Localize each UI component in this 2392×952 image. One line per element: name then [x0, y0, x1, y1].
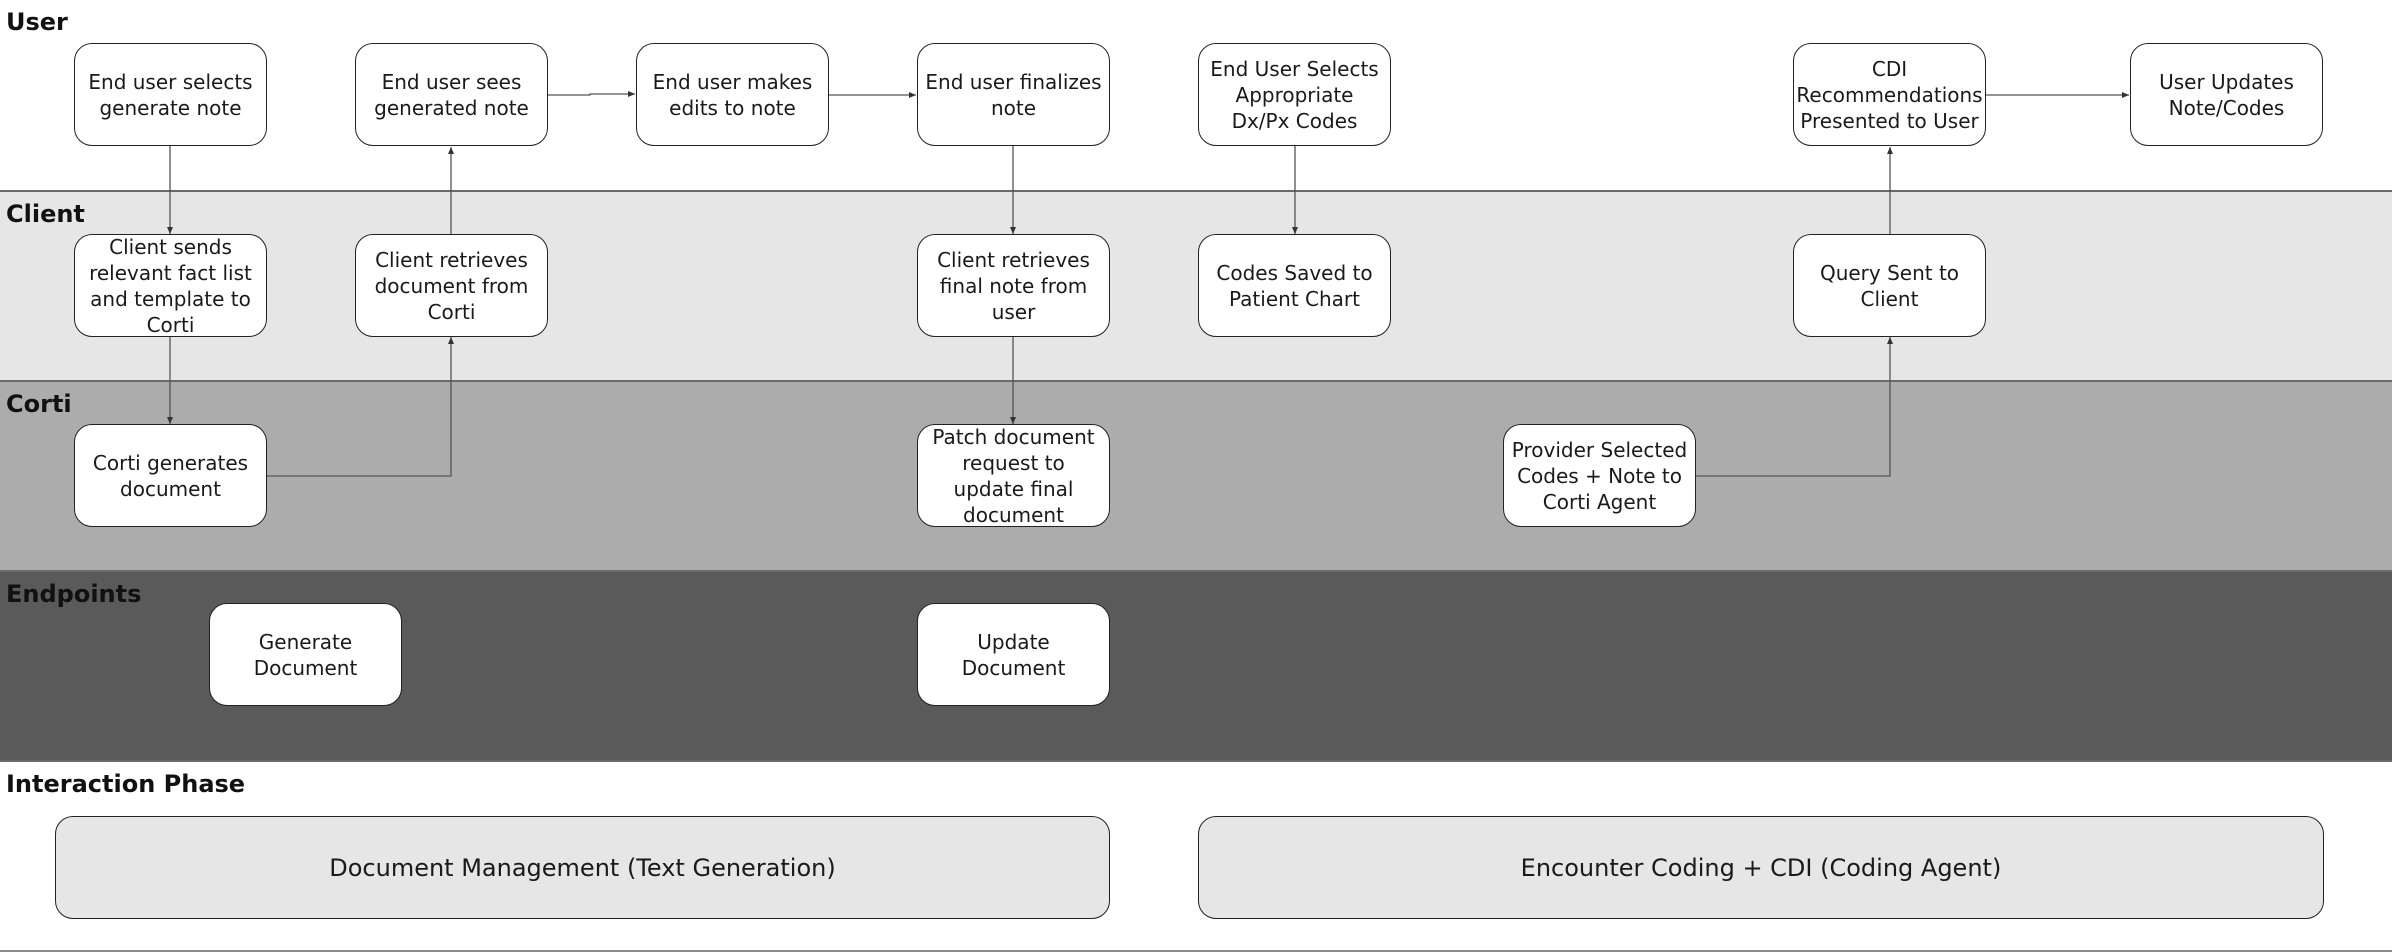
node-generate-document-endpoint: Generate Document	[209, 603, 402, 706]
node-user-sees-generated-note: End user sees generated note	[355, 43, 548, 146]
lane-title-interaction-phase: Interaction Phase	[6, 770, 246, 798]
phase-document-management: Document Management (Text Generation)	[55, 816, 1110, 919]
lane-corti: Corti	[0, 380, 2392, 570]
edge-user-sees-to-user-edits	[547, 91, 635, 97]
lane-title-user: User	[6, 8, 68, 36]
node-user-selects-generate-note: End user selects generate note	[74, 43, 267, 146]
node-user-selects-codes: End User Selects Appropriate Dx/Px Codes	[1198, 43, 1391, 146]
edge-corti-generates-to-client-retrieves	[266, 337, 454, 477]
edge-provider-codes-to-query-sent	[1696, 337, 1893, 477]
node-user-updates-note-codes: User Updates Note/Codes	[2130, 43, 2323, 146]
node-user-finalizes-note: End user finalizes note	[917, 43, 1110, 146]
lane-title-endpoints: Endpoints	[6, 580, 142, 608]
phase-encounter-coding-cdi: Encounter Coding + CDI (Coding Agent)	[1198, 816, 2324, 919]
bottom-divider	[0, 950, 2392, 952]
node-update-document-endpoint: Update Document	[917, 603, 1110, 706]
node-client-sends-fact-list: Client sends relevant fact list and temp…	[74, 234, 267, 337]
node-corti-generates-document: Corti generates document	[74, 424, 267, 527]
node-query-sent-to-client: Query Sent to Client	[1793, 234, 1986, 337]
node-cdi-recommendations: CDI Recommendations Presented to User	[1793, 43, 1986, 146]
lane-endpoints: Endpoints	[0, 570, 2392, 760]
node-provider-selected-codes: Provider Selected Codes + Note to Corti …	[1503, 424, 1696, 527]
node-client-retrieves-final-note: Client retrieves final note from user	[917, 234, 1110, 337]
node-codes-saved-to-chart: Codes Saved to Patient Chart	[1198, 234, 1391, 337]
lane-title-client: Client	[6, 200, 85, 228]
node-user-makes-edits: End user makes edits to note	[636, 43, 829, 146]
node-client-retrieves-document: Client retrieves document from Corti	[355, 234, 548, 337]
lane-title-corti: Corti	[6, 390, 72, 418]
node-patch-document-request: Patch document request to update final d…	[917, 424, 1110, 527]
